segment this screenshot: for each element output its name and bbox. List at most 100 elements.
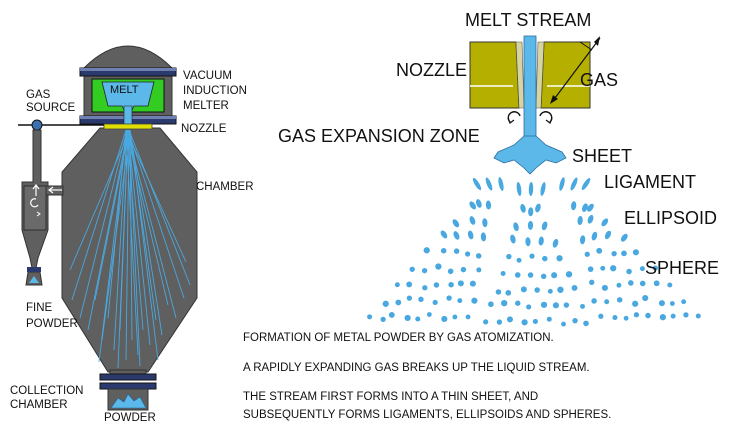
melt-downpipe: [123, 105, 133, 127]
sheet-label: SHEET: [572, 146, 633, 166]
droplet: [538, 236, 544, 246]
droplet: [495, 289, 502, 295]
fine-powder-label-line1: FINE: [26, 302, 53, 314]
droplet: [475, 253, 482, 259]
chamber-label: CHAMBER: [196, 181, 254, 193]
droplet: [540, 273, 547, 280]
droplet: [469, 280, 476, 287]
droplet: [621, 250, 627, 257]
droplet: [418, 296, 424, 303]
droplet: [510, 234, 516, 244]
droplet: [604, 299, 610, 305]
droplet: [520, 286, 527, 293]
droplet: [380, 316, 386, 322]
droplet: [480, 232, 487, 242]
droplet: [467, 230, 474, 240]
spray-line: [128, 129, 141, 367]
droplet: [642, 294, 649, 302]
droplet: [485, 177, 493, 191]
droplet: [659, 314, 667, 321]
spray-line: [71, 129, 127, 301]
droplet: [500, 271, 506, 277]
droplet: [453, 231, 460, 240]
droplet: [513, 222, 519, 232]
droplet: [571, 284, 578, 291]
droplet: [528, 182, 534, 196]
droplet: [409, 266, 415, 272]
droplet: [591, 298, 597, 304]
collection-chamber-label-line2: CHAMBER: [10, 399, 68, 411]
collection-chamber-label-line1: COLLECTION: [10, 385, 84, 397]
nozzle-label-right: NOZZLE: [396, 60, 468, 80]
droplet: [639, 266, 645, 272]
droplet: [447, 268, 454, 275]
droplet: [488, 301, 494, 308]
droplet: [528, 207, 534, 217]
droplet: [600, 265, 606, 271]
droplet: [433, 282, 440, 288]
droplet: [448, 281, 454, 288]
droplet: [552, 238, 559, 248]
droplet: [546, 316, 552, 322]
spray-line: [79, 129, 128, 319]
droplet: [616, 282, 622, 288]
droplet: [421, 267, 428, 274]
droplet: [526, 304, 532, 310]
cyclone-swirl: [30, 198, 39, 208]
droplet: [452, 314, 458, 320]
droplet: [601, 284, 608, 291]
droplet: [525, 237, 531, 247]
droplet: [469, 201, 477, 210]
droplet: [496, 319, 503, 325]
droplet: [415, 316, 421, 322]
droplet: [563, 302, 570, 308]
droplet: [616, 297, 623, 303]
droplet: [464, 251, 471, 257]
droplet: [598, 313, 604, 319]
droplet: [589, 279, 595, 285]
droplet: [498, 177, 504, 191]
droplet: [529, 253, 535, 259]
droplet: [611, 250, 617, 257]
droplet: [482, 218, 488, 228]
droplet: [469, 216, 476, 225]
droplet: [587, 203, 594, 212]
droplet: [547, 288, 553, 294]
droplet: [628, 280, 634, 286]
nozzle-label-left: NOZZLE: [181, 123, 227, 135]
vim-label-line2: INDUCTION: [183, 85, 247, 97]
droplet: [404, 314, 411, 322]
chamber-body: [61, 127, 198, 373]
droplet: [453, 248, 460, 254]
spray-line: [98, 129, 128, 363]
droplet: [440, 247, 447, 254]
collected-powder: [110, 393, 147, 409]
droplet: [584, 251, 590, 257]
droplet: [556, 255, 563, 262]
droplet: [540, 182, 546, 196]
droplet: [520, 203, 526, 213]
droplet: [532, 318, 538, 325]
droplet: [695, 313, 701, 319]
droplet: [452, 219, 460, 228]
droplet: [441, 315, 448, 323]
droplet: [572, 317, 578, 324]
droplet: [565, 271, 573, 278]
spray-line: [129, 129, 163, 336]
fine-powder-label-line2: POWDER: [26, 318, 78, 330]
droplet: [527, 272, 534, 278]
droplet: [435, 263, 442, 270]
droplet: [667, 282, 673, 288]
droplet: [382, 300, 389, 307]
ligament-label: LIGAMENT: [604, 172, 697, 192]
spray-line: [128, 129, 191, 286]
caption-line-3: THE STREAM FIRST FORMS INTO A THIN SHEET…: [243, 391, 539, 403]
nozzle-bar: [103, 123, 153, 130]
ellipsoid-label: ELLIPSOID: [624, 208, 718, 228]
droplet: [388, 311, 395, 318]
droplet: [653, 280, 660, 287]
droplet: [577, 215, 583, 225]
droplet: [591, 231, 598, 241]
